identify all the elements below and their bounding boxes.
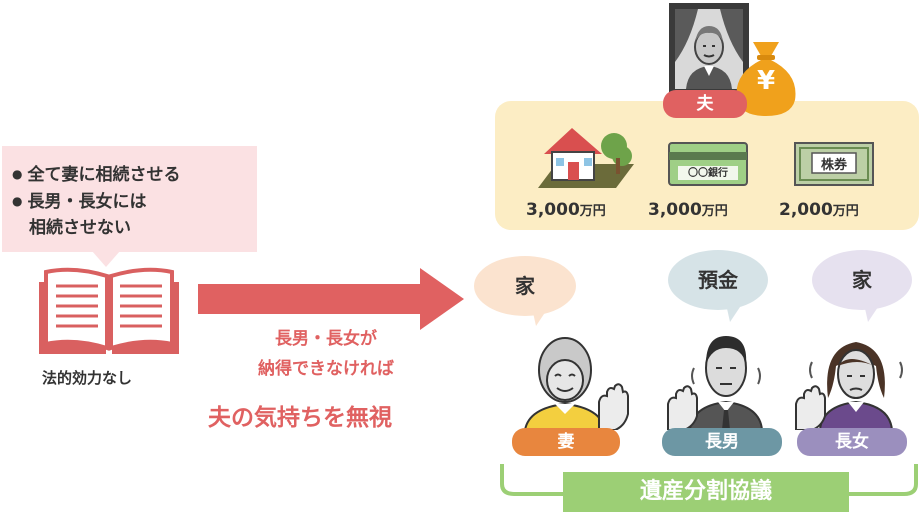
- bullet-icon: ●: [12, 194, 23, 208]
- wife-label: 妻: [512, 428, 620, 456]
- yen-symbol: ¥: [756, 66, 776, 96]
- husband-portrait-icon: [669, 3, 749, 95]
- conclusion-text: 夫の気持ちを無視: [208, 405, 392, 431]
- money-bag-icon: [736, 42, 796, 116]
- stock-text: 株券: [820, 158, 847, 173]
- daughter-figure-icon: [795, 342, 903, 430]
- right-arrow-icon: [198, 268, 464, 330]
- asset-stock-value: 2,000万円: [779, 200, 859, 220]
- husband-label: 夫: [663, 90, 747, 118]
- will-note-box: [2, 146, 257, 252]
- asset-house-value: 3,000万円: [526, 200, 606, 220]
- stock-certificate-icon: [794, 142, 874, 186]
- bullet-icon: ●: [12, 167, 23, 181]
- daughter-label: 長女: [797, 428, 907, 456]
- will-item-2-cont: 相続させない: [29, 218, 131, 238]
- wife-speech-bubble: 家: [474, 256, 576, 316]
- bank-name-text: 〇〇銀行: [688, 168, 728, 179]
- estate-division-banner: 遺産分割協議: [563, 472, 849, 512]
- wife-bubble-tail: [532, 308, 548, 326]
- bankbook-icon: [668, 142, 748, 186]
- asset-deposit-value: 3,000万円: [648, 200, 728, 220]
- will-item-1: ●全て妻に相続させる: [12, 165, 181, 185]
- open-book-icon: [39, 267, 179, 354]
- wife-figure-icon: [523, 337, 629, 430]
- son-speech-bubble: 預金: [668, 250, 768, 310]
- daughter-speech-bubble: 家: [812, 250, 912, 310]
- daughter-bubble-tail: [864, 304, 880, 322]
- will-item-2: ●長男・長女には: [12, 192, 147, 212]
- son-bubble-tail: [726, 304, 742, 322]
- son-label: 長男: [662, 428, 782, 456]
- son-figure-icon: [667, 336, 764, 430]
- condition-line-1: 長男・長女が: [275, 329, 377, 349]
- house-icon: [538, 128, 634, 188]
- will-note-tail: [92, 251, 120, 267]
- condition-line-2: 納得できなければ: [258, 359, 394, 379]
- book-label: 法的効力なし: [42, 369, 133, 387]
